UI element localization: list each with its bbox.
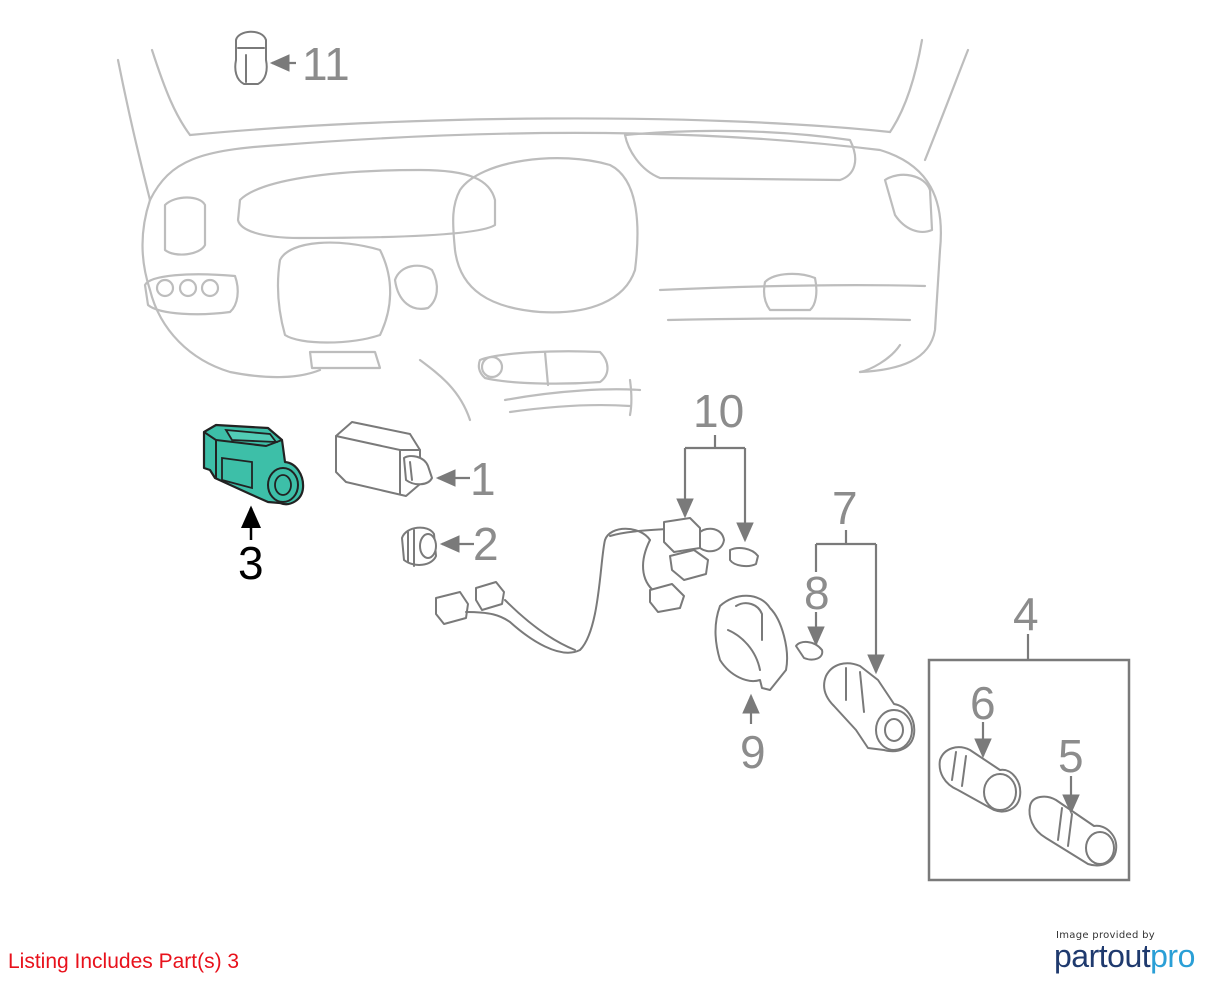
callout-3: 3 [238, 537, 264, 589]
part-2-knob[interactable] [401, 526, 437, 567]
image-credit: Image provided by [1056, 930, 1155, 941]
part-7-socket[interactable] [823, 662, 916, 753]
listing-note: Listing Includes Part(s) 3 [8, 950, 240, 973]
logo-text-pro: pro [1150, 938, 1195, 974]
callout-5: 5 [1058, 730, 1084, 782]
part-11-clip[interactable] [234, 30, 268, 85]
part-10-wire-harness[interactable] [435, 517, 759, 654]
callout-8: 8 [804, 567, 830, 619]
callout-6: 6 [970, 677, 996, 729]
callout-7: 7 [832, 482, 858, 534]
callout-4: 4 [1013, 588, 1039, 640]
part-9-bracket[interactable] [714, 594, 788, 691]
part-3-switch[interactable] [202, 423, 305, 506]
partoutpro-logo[interactable]: partoutpro [1054, 938, 1195, 975]
callout-1: 1 [470, 453, 496, 505]
part-1-switch[interactable] [335, 421, 433, 497]
callout-2: 2 [473, 518, 499, 570]
part-4-lighter-assembly[interactable] [927, 658, 1131, 882]
callout-9: 9 [740, 726, 766, 778]
logo-text-partout: partout [1054, 938, 1151, 974]
callout-10: 10 [693, 385, 744, 437]
part-8-bulb[interactable] [795, 640, 824, 661]
dashboard-outline [116, 38, 970, 422]
callout-11: 11 [302, 38, 350, 90]
